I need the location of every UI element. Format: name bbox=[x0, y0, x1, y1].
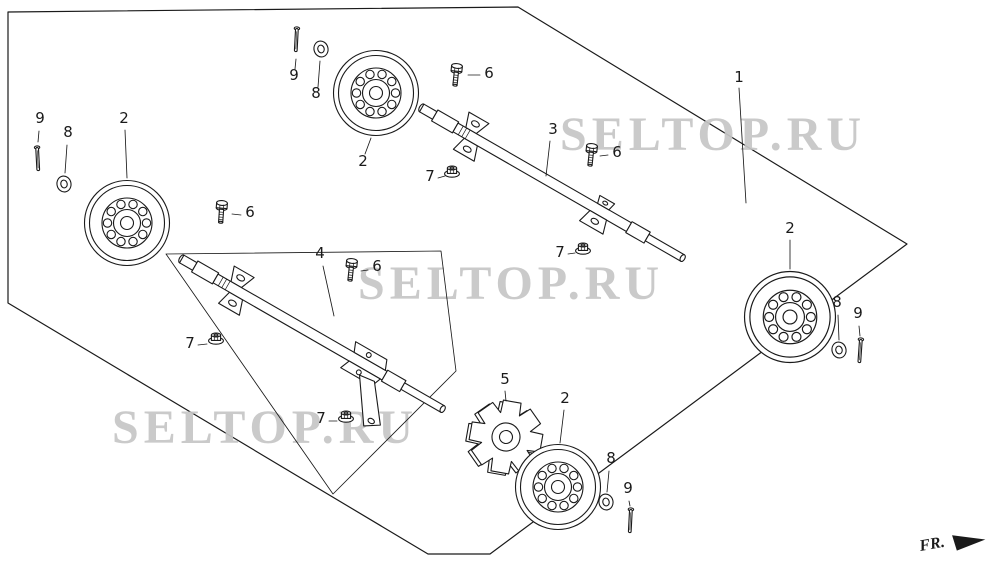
parts-layer bbox=[33, 26, 865, 534]
ratchet-star-plate bbox=[465, 399, 544, 476]
callout-2a: 2 bbox=[119, 109, 129, 127]
callout-7c: 7 bbox=[185, 334, 195, 352]
pin-left bbox=[33, 145, 42, 172]
callout-6a: 6 bbox=[484, 64, 494, 82]
bolt-top bbox=[448, 62, 464, 88]
leader-line bbox=[294, 58, 297, 70]
axle-shaft-upper bbox=[418, 103, 686, 262]
leader-line bbox=[545, 140, 551, 177]
leader-line bbox=[628, 500, 631, 507]
callout-9b: 9 bbox=[35, 109, 45, 127]
roller-wheel-right bbox=[743, 270, 837, 364]
callout-8a: 8 bbox=[311, 84, 321, 102]
callout-2c: 2 bbox=[785, 219, 795, 237]
bolt-left bbox=[214, 199, 229, 225]
washer-left bbox=[54, 174, 74, 194]
diagram-border bbox=[7, 6, 908, 555]
callout-2d: 2 bbox=[560, 389, 570, 407]
callout-9c: 9 bbox=[853, 304, 863, 322]
watermark-top-right: SELTOP.RU bbox=[560, 108, 866, 161]
roller-wheel-bottom bbox=[514, 443, 602, 531]
axle-shaft-lower bbox=[178, 254, 446, 427]
leader-line bbox=[504, 390, 507, 402]
callout-8d: 8 bbox=[606, 449, 616, 467]
callout-labels: 1 2 2 2 2 3 4 5 6 6 6 6 7 7 7 7 8 8 8 8 … bbox=[35, 64, 863, 497]
pin-top bbox=[292, 26, 301, 53]
fr-label: FR. bbox=[917, 534, 946, 555]
leader-line bbox=[37, 130, 40, 143]
callout-7d: 7 bbox=[316, 409, 326, 427]
callout-8c: 8 bbox=[832, 293, 842, 311]
callout-7a: 7 bbox=[425, 167, 435, 185]
leader-line bbox=[197, 343, 208, 346]
callout-6c: 6 bbox=[245, 203, 255, 221]
nut-left bbox=[208, 332, 224, 345]
callout-9a: 9 bbox=[289, 66, 299, 84]
leader-line bbox=[360, 269, 369, 272]
direction-indicator: FR. bbox=[917, 534, 986, 555]
leader-line bbox=[559, 409, 565, 444]
leader-line bbox=[322, 265, 335, 317]
callout-5: 5 bbox=[500, 370, 510, 388]
watermark-center: SELTOP.RU bbox=[358, 257, 664, 310]
callout-7b: 7 bbox=[555, 243, 565, 261]
subassembly-frame bbox=[165, 250, 457, 495]
leader-line bbox=[837, 314, 840, 341]
watermarks: SELTOP.RU SELTOP.RU SELTOP.RU bbox=[112, 108, 866, 454]
leader-line bbox=[858, 325, 861, 337]
lever-arm bbox=[358, 374, 381, 427]
washer-right bbox=[829, 339, 849, 361]
callout-6b: 6 bbox=[612, 143, 622, 161]
callout-2b: 2 bbox=[358, 152, 368, 170]
leader-line bbox=[231, 213, 242, 216]
leader-line bbox=[606, 470, 610, 493]
leader-line bbox=[567, 252, 576, 255]
leader-line bbox=[599, 154, 609, 157]
callout-8b: 8 bbox=[63, 123, 73, 141]
fr-arrow-icon bbox=[952, 535, 986, 551]
nut-right bbox=[575, 242, 591, 255]
leader-line bbox=[364, 137, 372, 155]
callout-3: 3 bbox=[548, 120, 558, 138]
roller-wheel-top bbox=[332, 49, 420, 137]
leader-line bbox=[64, 144, 68, 174]
callout-4: 4 bbox=[315, 244, 325, 262]
bolt-center bbox=[343, 257, 359, 283]
callout-6d: 6 bbox=[372, 257, 382, 275]
washer-top bbox=[311, 38, 331, 60]
callout-9d: 9 bbox=[623, 479, 633, 497]
roller-wheel-left bbox=[83, 179, 171, 267]
leader-line bbox=[437, 175, 446, 179]
pin-bottom bbox=[626, 507, 635, 534]
leader-line bbox=[124, 129, 128, 179]
leader-line bbox=[317, 60, 321, 88]
pin-right bbox=[856, 337, 865, 364]
callout-1: 1 bbox=[734, 68, 744, 86]
nut-top bbox=[444, 165, 460, 178]
leader-line bbox=[738, 87, 747, 204]
callout-leaders bbox=[37, 58, 861, 507]
